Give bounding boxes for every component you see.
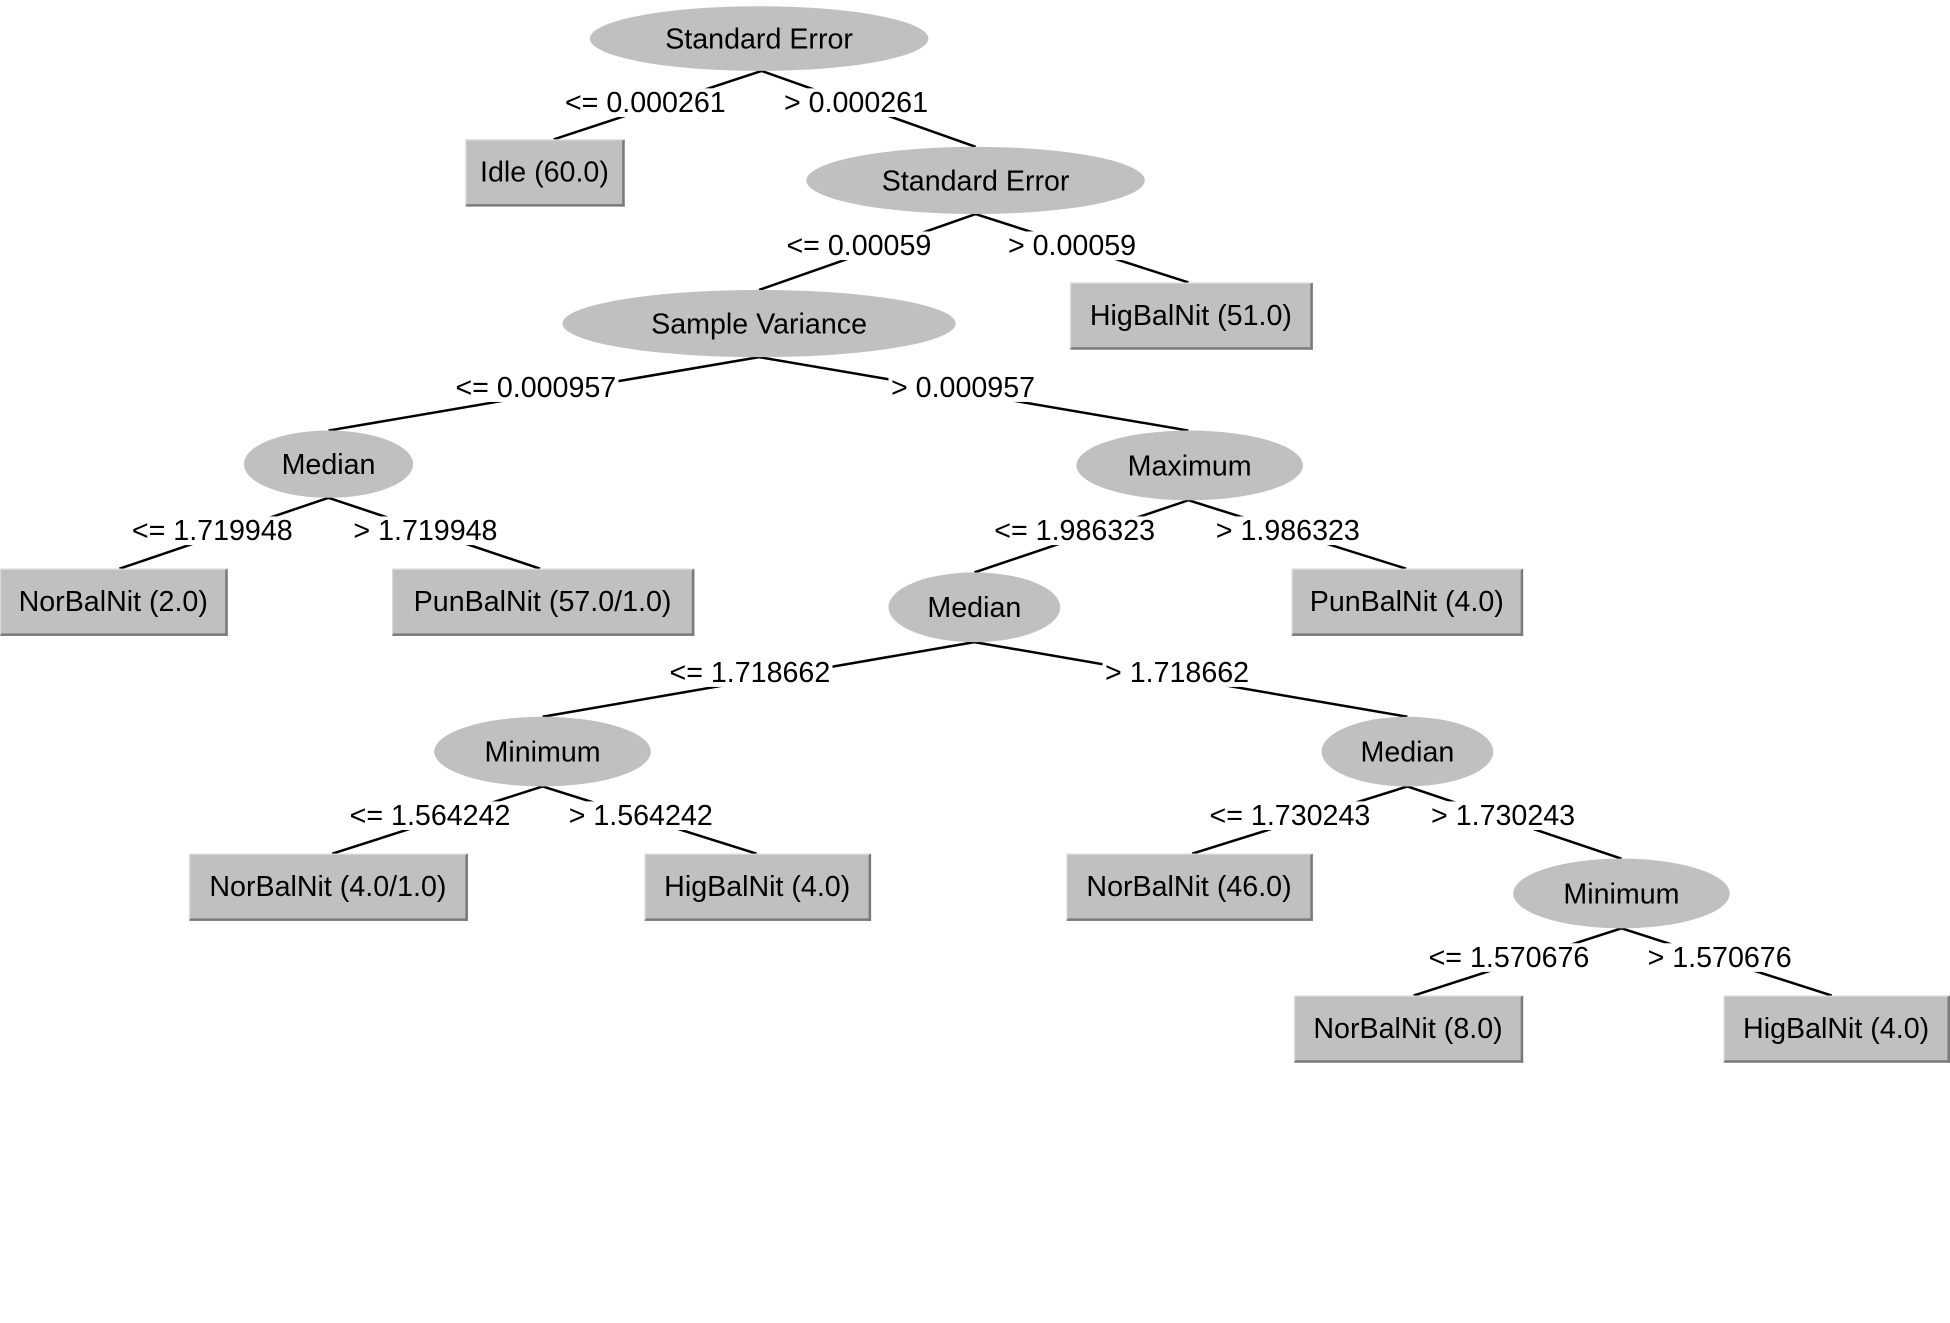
node-median-right: Median (1321, 716, 1494, 787)
node-maximum: Maximum (1076, 430, 1303, 501)
node-median-center: Median (888, 572, 1061, 643)
node-standard-error-root: Standard Error (589, 6, 929, 71)
edge-label-gt-1.718662: > 1.718662 (1102, 658, 1252, 687)
node-standard-error-2: Standard Error (806, 146, 1145, 215)
edge-label-le-1.564242: <= 1.564242 (347, 801, 513, 831)
node-sample-variance: Sample Variance (562, 289, 956, 358)
node-minimum-left: Minimum (434, 716, 651, 787)
leaf-idle: Idle (60.0) (465, 139, 625, 207)
edge-label-gt-1.719948: > 1.719948 (350, 516, 500, 546)
leaf-norbalnit-4-1: NorBalNit (4.0/1.0) (189, 853, 468, 921)
edge-label-le-0.00059: <= 0.00059 (783, 231, 934, 261)
edge-label-le-1.986323: <= 1.986323 (991, 516, 1158, 546)
edge-label-gt-1.564242: > 1.564242 (566, 801, 716, 831)
leaf-norbalnit-2: NorBalNit (2.0) (0, 568, 228, 636)
edge-label-le-0.000261: <= 0.000261 (562, 88, 729, 117)
edge-label-le-1.719948: <= 1.719948 (129, 516, 296, 546)
node-minimum-right: Minimum (1513, 858, 1730, 929)
leaf-norbalnit-8: NorBalNit (8.0) (1294, 995, 1524, 1063)
leaf-higbalnit-4-a: HigBalNit (4.0) (644, 853, 872, 921)
edge-label-le-0.000957: <= 0.000957 (452, 373, 619, 402)
edge-label-gt-1.730243: > 1.730243 (1428, 801, 1578, 831)
leaf-norbalnit-46: NorBalNit (46.0) (1066, 853, 1313, 921)
leaf-higbalnit-4-b: HigBalNit (4.0) (1723, 995, 1950, 1063)
leaf-higbalnit-51: HigBalNit (51.0) (1070, 282, 1313, 350)
edge-label-gt-0.000957: > 0.000957 (888, 373, 1038, 402)
edge-label-gt-1.986323: > 1.986323 (1213, 516, 1363, 546)
edge-label-le-1.718662: <= 1.718662 (666, 658, 833, 687)
edge-label-le-1.730243: <= 1.730243 (1207, 801, 1373, 831)
edge-label-le-1.570676: <= 1.570676 (1426, 943, 1592, 972)
edge-label-gt-0.000261: > 0.000261 (781, 88, 931, 117)
edge-label-gt-1.570676: > 1.570676 (1645, 943, 1795, 972)
node-median-left: Median (243, 430, 414, 498)
leaf-punbalnit-57: PunBalNit (57.0/1.0) (391, 568, 695, 636)
edge-label-gt-0.00059: > 0.00059 (1005, 231, 1139, 261)
leaf-punbalnit-4: PunBalNit (4.0) (1291, 568, 1524, 636)
